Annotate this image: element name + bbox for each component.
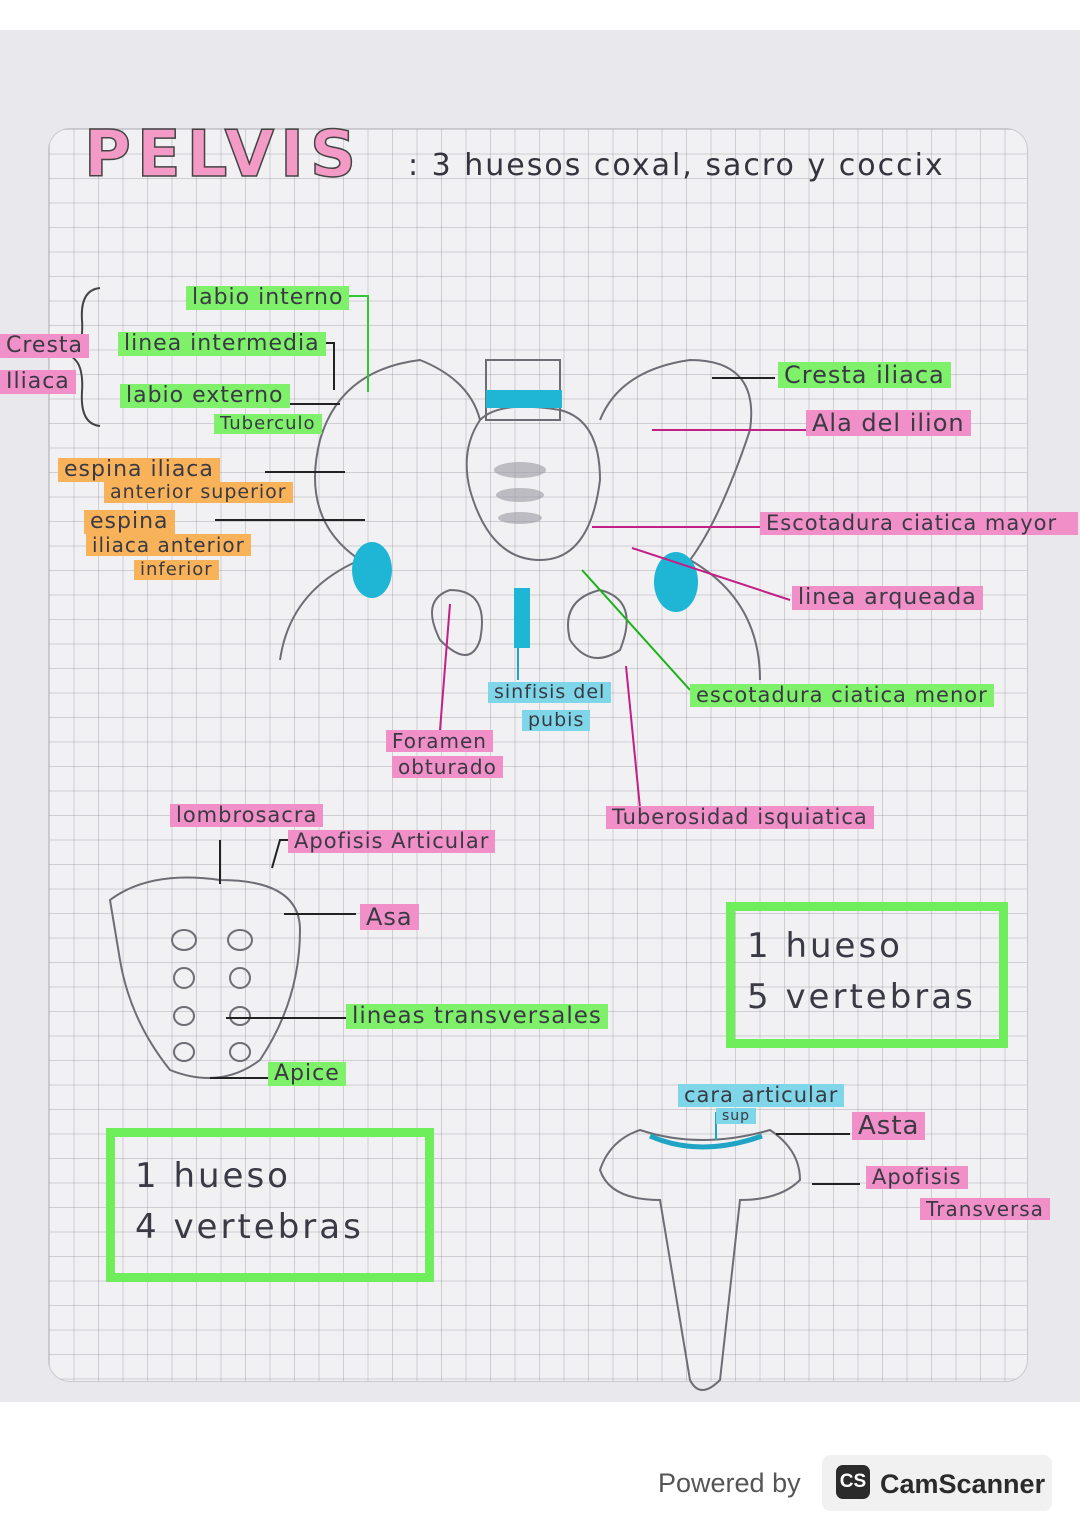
pelvis-illustration <box>279 358 761 681</box>
page-subtitle: : 3 huesos coxal, sacro y coccix <box>408 148 945 183</box>
powered-by-text: Powered by <box>658 1468 801 1498</box>
coccyx-illustration <box>598 1112 860 1391</box>
sacro-summary-box: 1 hueso 5 vertebras <box>726 902 1008 1048</box>
label-escotadura-menor: escotadura ciatica menor <box>690 684 994 707</box>
pubic-symphysis-mark <box>514 588 530 648</box>
pelvis-diagram-drawing <box>67 287 860 1391</box>
label-apice: Apice <box>268 1062 346 1086</box>
camscanner-logo-icon: CS <box>836 1465 870 1499</box>
label-apofisis-2: Transversa <box>920 1198 1050 1220</box>
label-linea-arqueada: linea arqueada <box>792 586 983 610</box>
right-acetabulum-mark <box>654 552 698 612</box>
label-espina-superior-2: anterior superior <box>104 482 293 503</box>
label-espina-superior-1: espina iliaca <box>58 458 220 482</box>
label-cara-articular-2: sup <box>716 1108 757 1124</box>
label-cresta-iliaca: Cresta iliaca <box>778 362 951 388</box>
page-title: PELVIS <box>83 117 363 193</box>
coccix-box-line-1: 1 hueso <box>135 1156 291 1196</box>
lumbosacral-disc-mark <box>486 390 562 408</box>
label-lumbrosacra: lombrosacra <box>170 804 324 827</box>
label-cara-articular-1: cara articular <box>678 1084 845 1107</box>
coccix-summary-box: 1 hueso 4 vertebras <box>106 1128 434 1282</box>
label-foramen-2: obturado <box>392 756 503 778</box>
label-escotadura-mayor: Escotadura ciatica mayor <box>760 512 1078 535</box>
label-asa: Asa <box>360 904 419 930</box>
label-espina-inferior-3: inferior <box>134 560 219 580</box>
label-lineas-transversales: lineas transversales <box>346 1004 608 1029</box>
camscanner-name: CamScanner <box>880 1469 1046 1499</box>
label-ala-ilion: Ala del ilion <box>806 410 971 436</box>
label-asta: Asta <box>852 1112 926 1140</box>
left-acetabulum-mark <box>352 542 392 598</box>
label-cresta: Cresta <box>0 334 90 358</box>
sacrum-vertebra-detail <box>494 462 546 524</box>
label-apofisis-1: Apofisis <box>866 1166 968 1189</box>
label-labio-interno: labio interno <box>186 286 350 310</box>
label-tuberculo: Tuberculo <box>214 414 322 434</box>
label-tuberosidad: Tuberosidad isquiatica <box>606 806 874 829</box>
sacro-box-line-1: 1 hueso <box>747 926 903 966</box>
label-linea-intermedia: linea intermedia <box>118 332 326 356</box>
label-apofisis-articular: Apofisis Articular <box>288 830 496 853</box>
coccix-box-line-2: 4 vertebras <box>135 1207 364 1247</box>
label-sinfisis-1: sinfisis del <box>488 682 612 703</box>
label-espina-inferior-2: iliaca anterior <box>86 534 251 556</box>
label-foramen-1: Foramen <box>386 730 493 752</box>
label-espina-inferior-1: espina <box>84 510 175 534</box>
right-leader-lines <box>439 377 808 809</box>
label-iliaca: Iliaca <box>0 370 76 394</box>
sacrum-illustration <box>108 839 356 1079</box>
sacro-box-line-2: 5 vertebras <box>747 977 976 1017</box>
label-sinfisis-2: pubis <box>522 710 591 731</box>
label-labio-externo: labio externo <box>120 384 290 408</box>
